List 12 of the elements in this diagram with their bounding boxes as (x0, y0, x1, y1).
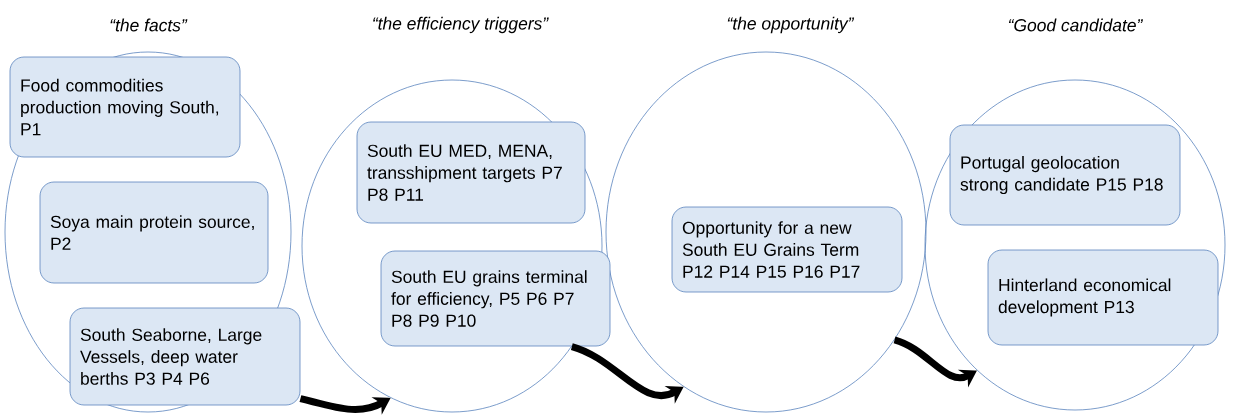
text-box: South Seaborne, Large Vessels, deep water berths P3 P4 P6 (69, 307, 301, 406)
text-box: Hinterland economical development P13 (987, 249, 1219, 346)
group-heading: “Good candidate” (1008, 18, 1143, 32)
text-box: Food commodities production moving South, P1 (9, 56, 241, 158)
group-heading: “the efficiency triggers” (373, 16, 549, 34)
group-heading: “the opportunity” (727, 16, 855, 34)
text-box: Soya main protein source, P2 (39, 181, 269, 284)
text-box: Portugal geolocation strong candidate P15 P18 (949, 124, 1181, 226)
text-box: South EU grains terminal for efficiency, P5 P6 P7 P8 P9 P10 (380, 250, 611, 347)
text-box: Opportunity for a new South EU Grains Term P12 P14 P15 P16 P17 (671, 206, 903, 293)
text-box: South EU MED, MENA, transshipment targets P7 P8 P11 (356, 121, 586, 224)
group-heading: “the facts” (110, 18, 188, 32)
